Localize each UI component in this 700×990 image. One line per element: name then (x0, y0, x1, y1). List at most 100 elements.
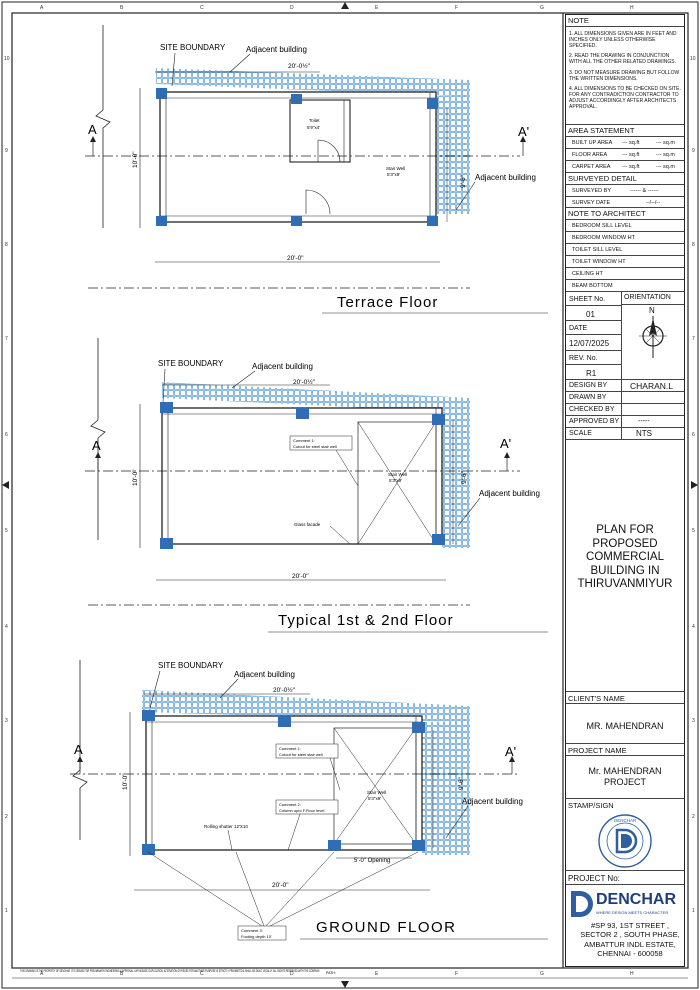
col-label: E (375, 5, 379, 11)
project-no-label: PROJECT No: (566, 871, 684, 885)
checked-by-row: CHECKED BY (566, 404, 684, 416)
row-label: 8 (692, 242, 695, 248)
survey-date-row: SURVEY DATE --/--/-- (566, 197, 684, 208)
adjacent-building-hatch (142, 690, 470, 855)
toilet-label: Toilet (309, 118, 320, 123)
architect-header: NOTE TO ARCHITECT (566, 208, 684, 220)
column (328, 840, 341, 851)
leader-line (287, 813, 301, 851)
leader-line (229, 53, 251, 73)
project-name: Mr. MAHENDRAN PROJECT (566, 756, 684, 799)
dim-top: 20'-0½" (288, 62, 311, 70)
stair-cutout (357, 421, 437, 545)
adjacent-label: Adjacent building (462, 797, 523, 806)
section-label: A' (500, 436, 511, 451)
leader-line (335, 449, 359, 487)
date-label: DATE (566, 321, 621, 335)
section-arrowhead (509, 756, 515, 762)
column (160, 402, 173, 413)
door-swing (317, 139, 341, 163)
note-item: 4. ALL DIMENSIONS TO BE CHECKED ON SITE.… (569, 86, 681, 110)
adjacent-label: Adjacent building (246, 45, 307, 54)
adjacent-label: Adjacent building (479, 489, 540, 498)
row-label: 4 (692, 624, 695, 630)
project-line: Mr. MAHENDRAN (588, 766, 662, 776)
leader-line (445, 805, 469, 839)
leader-line (149, 670, 161, 709)
adjacent-building-hatch (422, 722, 470, 855)
section-label: A (74, 742, 83, 757)
dim-bottom: 20'-0" (292, 573, 309, 580)
col-label: A (40, 971, 44, 977)
dim-bottom: 20'-0" (272, 882, 289, 889)
date: 12/07/2025 (566, 335, 621, 351)
adjacent-label: Adjacent building (234, 670, 295, 679)
center-mark-top (341, 2, 349, 9)
comment-title: Comment 1: (279, 746, 301, 751)
col-label: E (375, 971, 379, 977)
typical-plan: Stair Well 5'3"x9' Comment 1: Cutout for… (85, 338, 548, 633)
column (291, 94, 302, 104)
stair-label: Stair Well (388, 472, 407, 477)
site-boundary-line (72, 660, 88, 840)
column (427, 98, 438, 109)
address-line: AMBATTUR INDL ESTATE, (584, 939, 676, 949)
dim-left: 10'-0" (122, 773, 129, 790)
firm-tagline: WHERE DESIGN MEETS CHARACTER (596, 910, 669, 915)
column (278, 716, 291, 727)
comment-title: Comment 1: (293, 438, 315, 443)
column (296, 408, 309, 419)
dim-right: 9'-6" (460, 174, 467, 188)
col-label: H (630, 971, 634, 977)
address-line: #SP 93, 1ST STREET , (591, 921, 669, 930)
firm-logo-icon (571, 891, 593, 917)
row-label: 3 (5, 718, 8, 724)
sheet-no: 01 (566, 306, 621, 321)
footing-leader (147, 851, 263, 927)
area-row: BUILT UP AREA --- sq.ft --- sq.m (566, 137, 684, 149)
column (291, 216, 302, 226)
notes-section: 1. ALL DIMENSIONS GIVEN ARE IN FEET AND … (566, 27, 684, 125)
row-label: 9 (5, 148, 8, 154)
note-item: 3. DO NOT MEASURE DRAWING BUT FOLLOW THE… (569, 69, 680, 82)
section-label: A (88, 122, 97, 137)
footing-leader (265, 851, 335, 927)
survey-header: SURVEYED DETAIL (566, 173, 684, 185)
ground-plan: Stair Well 5'3"x9' Comment 1: Cutout for… (70, 660, 548, 941)
col-label: G (540, 5, 544, 11)
col-label: H (630, 5, 634, 11)
area-row: CARPET AREA --- sq.ft --- sq.m (566, 161, 684, 173)
architect-row: BEAM BOTTOM (566, 280, 684, 292)
row-label: 4 (5, 624, 8, 630)
title-line: THIRUVANMIYUR (577, 578, 673, 591)
leader-line (455, 181, 476, 211)
stamp-text: DENCHAR (614, 818, 637, 823)
floor-outline (159, 91, 437, 223)
comment-box (275, 743, 339, 759)
client-label: CLIENT'S NAME (566, 692, 684, 704)
row-label: 2 (5, 814, 8, 820)
stair-label: Stair Well (367, 790, 386, 795)
surveyed-by-row: SURVEYED BY ------ & ------ (566, 185, 684, 197)
floor-outline (145, 715, 423, 851)
row-label: 1 (692, 908, 695, 914)
address-line: SECTOR 2 , SOUTH PHASE, (580, 930, 680, 940)
dim-right: 9'-6" (461, 470, 468, 484)
leader-line (457, 497, 481, 527)
comment-text: Cutout for steel stair well (293, 444, 337, 449)
column (142, 844, 155, 855)
dim-top: 20'-0½" (273, 686, 296, 694)
column (432, 534, 445, 545)
leader-line (231, 370, 256, 389)
row-label: 7 (692, 336, 695, 342)
note-header: NOTE (566, 15, 684, 27)
adjacent-label: Adjacent building (252, 362, 313, 371)
row-label: 10 (690, 56, 696, 62)
leader-line (329, 525, 351, 545)
architect-row: BEDROOM WINDOW HT (566, 232, 684, 244)
plan-title: Terrace Floor (337, 294, 438, 311)
col-label: D (290, 5, 294, 11)
col-label: A (40, 5, 44, 11)
column (160, 538, 173, 549)
